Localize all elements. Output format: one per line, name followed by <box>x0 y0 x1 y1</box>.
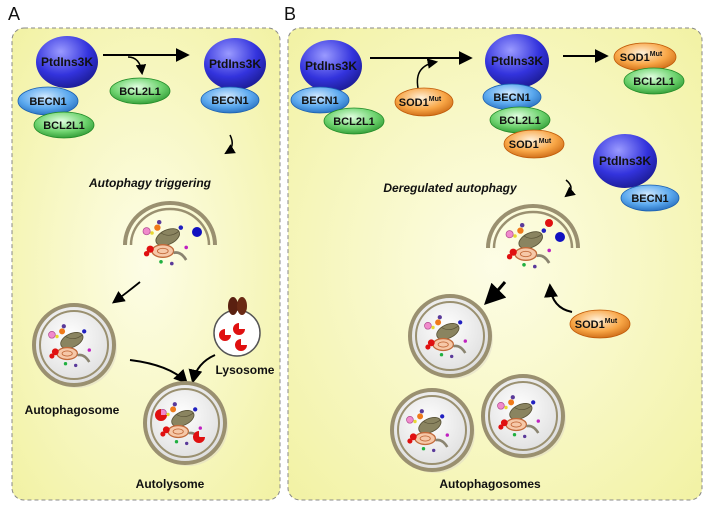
becn1-node <box>290 86 350 114</box>
pi3k-label: PtdIns3K <box>599 154 651 168</box>
pi3k-label: PtdIns3K <box>41 55 93 69</box>
bcl2l1-free-node <box>109 77 171 105</box>
fusion-arrow <box>129 359 188 385</box>
pi3k-node <box>485 34 549 88</box>
sod1-incoming-label: SOD1Mut <box>399 96 442 109</box>
flow-arrow <box>484 281 507 305</box>
panel-b-letter: B <box>284 4 296 24</box>
panel-b-free-complex: PtdIns3K BECN1 <box>593 134 680 212</box>
panel-b-middle-complex: PtdIns3K BECN1 BCL2L1 SOD1Mut <box>482 34 565 159</box>
feedback-arrow <box>544 283 573 313</box>
becn1-label: BECN1 <box>301 95 338 107</box>
pi3k-node <box>593 134 657 188</box>
autophagosome-label: Autophagosome <box>25 403 120 417</box>
panel-b-left-complex: PtdIns3K BECN1 BCL2L1 <box>290 40 385 135</box>
sod1-lower-node <box>569 309 631 339</box>
sod1-node <box>503 129 565 159</box>
curve-arrow <box>564 179 576 198</box>
sod1-label: SOD1Mut <box>509 138 552 151</box>
bcl2l1-label: BCL2L1 <box>333 116 375 128</box>
becn1-node <box>620 184 680 212</box>
bcl2l1-node <box>623 67 685 95</box>
panel-a-right-complex: PtdIns3K BECN1 <box>200 38 266 114</box>
pi3k-node <box>36 36 98 88</box>
phagophore <box>486 204 580 270</box>
bcl2l1-node <box>33 111 95 139</box>
release-arrow <box>127 56 147 76</box>
autophagosome <box>408 294 493 379</box>
becn1-label: BECN1 <box>29 96 66 108</box>
bcl2l1-label: BCL2L1 <box>499 115 541 127</box>
autophagosome <box>32 303 117 388</box>
sod1-label: SOD1Mut <box>620 51 663 64</box>
bcl2l1-free-label: BCL2L1 <box>119 86 161 98</box>
panel-a-letter: A <box>8 4 20 24</box>
becn1-label: BECN1 <box>493 92 530 104</box>
pi3k-label: PtdIns3K <box>305 59 357 73</box>
stage-label-a: Autophagy triggering <box>88 176 212 190</box>
binding-arrow <box>416 58 439 89</box>
panel-b-right-complex: SOD1Mut BCL2L1 <box>613 42 685 95</box>
autophagosomes-label: Autophagosomes <box>439 477 541 491</box>
autophagosome <box>481 374 566 459</box>
lysosome <box>213 297 261 357</box>
autolysome-label: Autolysome <box>136 477 205 491</box>
curve-arrow <box>224 134 236 155</box>
fusion-arrow <box>188 354 216 384</box>
flow-arrow <box>111 281 141 304</box>
panel-a-left-complex: PtdIns3K BECN1 BCL2L1 <box>17 36 98 139</box>
bcl2l1-label: BCL2L1 <box>43 120 85 132</box>
autophagosome <box>390 388 475 473</box>
sod1-incoming-node <box>394 87 454 117</box>
lysosome-label: Lysosome <box>216 363 275 377</box>
sod1-lower-label: SOD1Mut <box>575 318 618 331</box>
stage-label-b: Deregulated autophagy <box>383 181 518 195</box>
pi3k-label: PtdIns3K <box>491 54 543 68</box>
bcl2l1-node <box>323 107 385 135</box>
pi3k-label: PtdIns3K <box>209 57 261 71</box>
pi3k-node <box>204 38 266 90</box>
becn1-node <box>200 86 260 114</box>
becn1-label: BECN1 <box>631 193 668 205</box>
bcl2l1-label: BCL2L1 <box>633 76 675 88</box>
pi3k-node <box>300 40 362 92</box>
becn1-label: BECN1 <box>211 95 248 107</box>
phagophore <box>123 201 217 267</box>
autolysome <box>143 381 228 466</box>
